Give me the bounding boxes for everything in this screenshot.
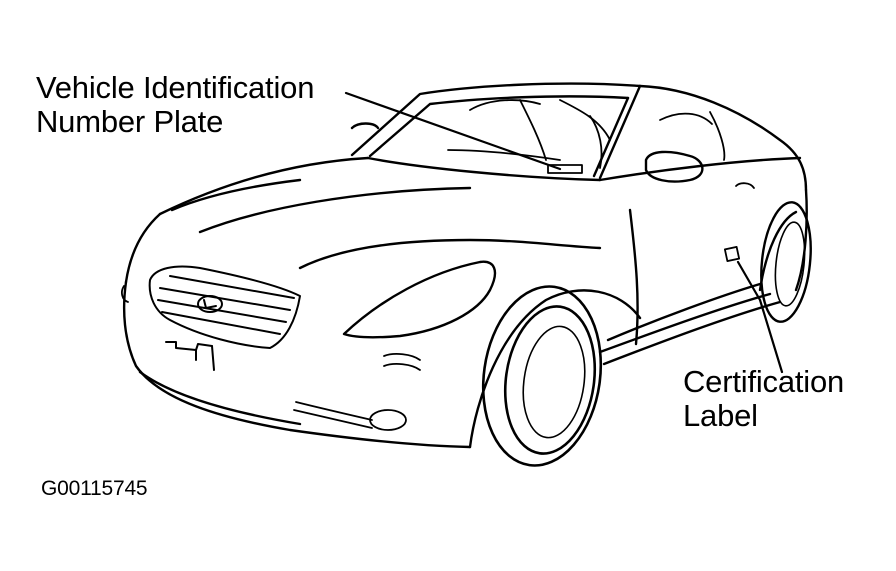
cert-callout-line1: Certification <box>683 364 845 399</box>
car-body <box>122 82 808 449</box>
cert-leader-line <box>736 260 784 374</box>
leader-lines <box>344 91 784 374</box>
vin-callout-line2: Number Plate <box>36 104 224 139</box>
license-plate-bracket <box>165 341 215 371</box>
car-grille <box>148 265 301 349</box>
vin-plate-callout: Vehicle Identification Number Plate <box>36 72 314 137</box>
vin-callout-line1: Vehicle Identification <box>36 70 315 105</box>
cert-callout-line2: Label <box>683 398 758 433</box>
car-lower-vents <box>121 285 421 431</box>
vin-leader-line <box>344 91 562 171</box>
front-wheel <box>481 285 603 467</box>
door-details <box>723 182 755 263</box>
figure-id: G00115745 <box>41 477 148 500</box>
rear-wheel <box>760 201 812 323</box>
certification-label-callout: Certification Label <box>683 366 844 431</box>
car-interior <box>447 99 726 174</box>
